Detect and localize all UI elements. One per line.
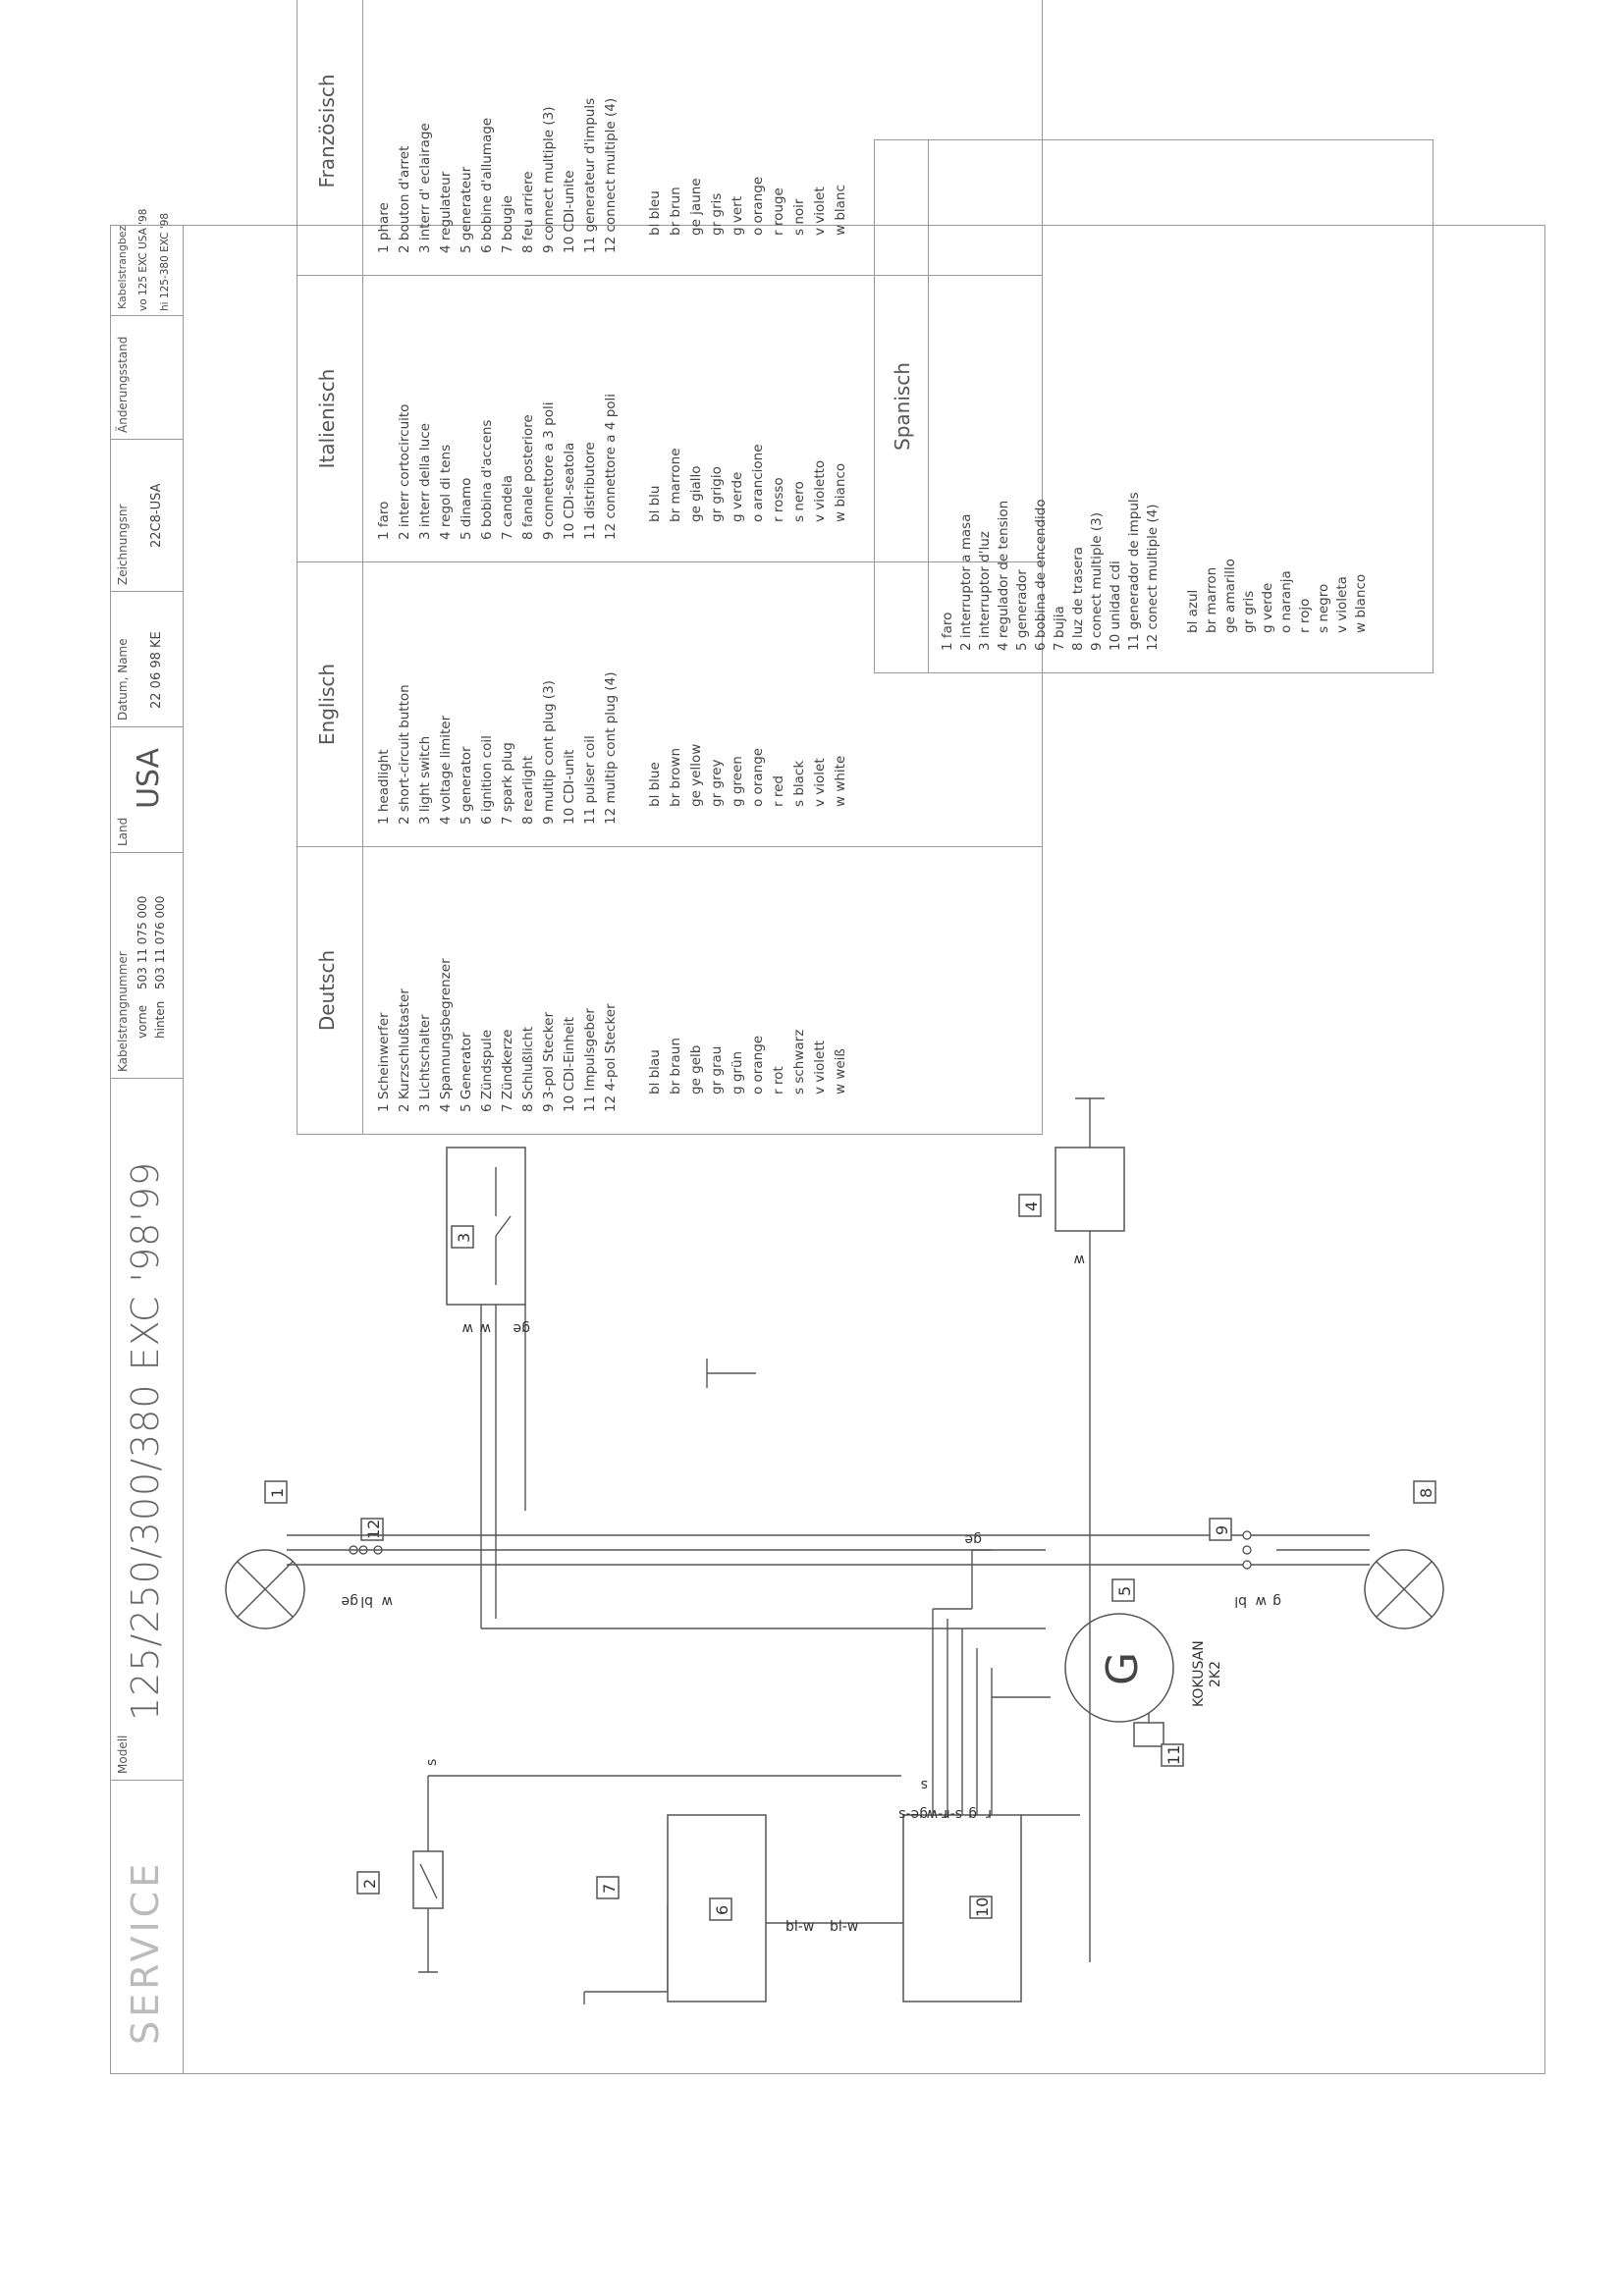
ignition-coil: 6	[667, 1814, 767, 2002]
rear-light: 8	[1276, 1480, 1444, 1629]
short-circuit-button	[412, 1775, 901, 1973]
wire-label-bl-w-cdi: bl-w	[830, 1919, 858, 1935]
wire-label-r: r	[986, 1806, 992, 1822]
spark-plug	[583, 1903, 669, 2004]
wire-label-g: g	[968, 1806, 977, 1822]
generator-maker: KOKUSAN	[1191, 1640, 1207, 1707]
component-9-number: 9	[1213, 1525, 1231, 1535]
cdi-wires	[932, 1609, 1051, 1815]
headlight: 1	[225, 1480, 305, 1629]
wire-label-bl-w-coil: bl-w	[785, 1919, 814, 1935]
wire-label-s-r: s-r	[945, 1806, 962, 1822]
wire-label-ge-3: ge	[514, 1320, 531, 1336]
wire-label-w-1: w	[382, 1593, 393, 1609]
wire-label-bl-9: bl	[1234, 1593, 1247, 1609]
three-pole-plug: 9	[1209, 1518, 1252, 1570]
wire-label-s-button: s	[424, 1759, 440, 1766]
generator-symbol: G	[1098, 1652, 1148, 1685]
component-7-marker: 7	[596, 1876, 620, 1899]
wire-label-w-4: w	[1074, 1252, 1085, 1267]
component-10-number: 10	[973, 1897, 992, 1917]
component-6-number: 6	[713, 1905, 731, 1915]
cdi-unit: 10	[902, 1814, 1080, 2002]
component-1-number: 1	[268, 1488, 287, 1498]
wire-label-w-3a: w	[462, 1320, 473, 1336]
voltage-limiter: 4	[1018, 1097, 1125, 1962]
component-2-marker: 2	[356, 1871, 380, 1895]
generator: G 5 KOKUSAN 2K2	[1064, 1578, 1223, 1723]
component-8-number: 8	[1417, 1488, 1435, 1498]
component-7-number: 7	[600, 1884, 619, 1894]
wire-label-r-w: r-w	[927, 1806, 947, 1822]
component-3-number: 3	[455, 1233, 473, 1243]
wire-label-ge-gen: ge	[965, 1531, 983, 1547]
component-4-number: 4	[1022, 1201, 1041, 1211]
light-switch-wires	[480, 1305, 1046, 1629]
wire-label-ge-1: ge	[342, 1593, 359, 1609]
wire-label-bl-1: bl	[360, 1593, 373, 1609]
component-12-number: 12	[364, 1520, 383, 1539]
wire-label-s: s	[921, 1777, 928, 1792]
headlight-wires	[287, 1534, 1276, 1566]
component-11-number: 11	[1164, 1745, 1183, 1765]
four-pole-plug: 12	[349, 1518, 384, 1555]
wire-label-w-3b: w	[480, 1320, 491, 1336]
component-5-number: 5	[1115, 1586, 1134, 1596]
wire-label-g-9: g	[1272, 1593, 1281, 1609]
wire-label-ge-s: ge-s	[898, 1806, 928, 1822]
light-switch: 3	[446, 1147, 526, 1306]
component-2-number: 2	[360, 1879, 379, 1889]
generator-model: 2K2	[1208, 1661, 1223, 1687]
wire-label-w-9: w	[1256, 1593, 1267, 1609]
